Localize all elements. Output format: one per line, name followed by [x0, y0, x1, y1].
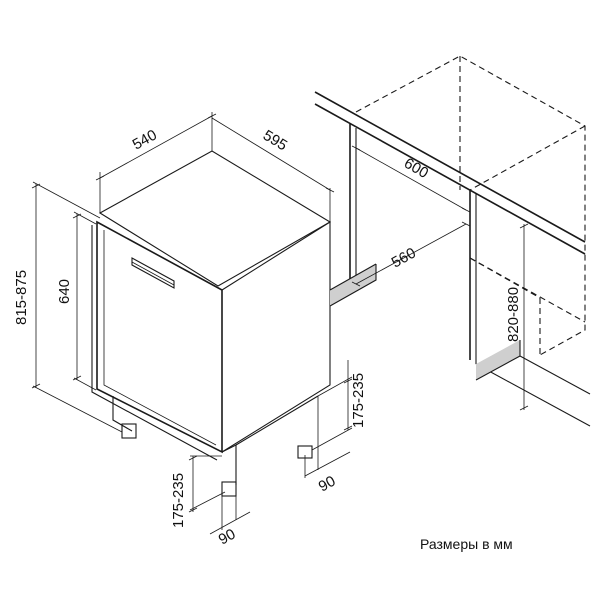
right-side [221, 221, 331, 453]
plinth-left-top [329, 263, 377, 291]
niche-floor-right [469, 257, 586, 323]
door-front [96, 220, 223, 454]
door-edge-left [91, 225, 218, 461]
plinth-back [235, 395, 319, 446]
plinth-left [112, 396, 133, 432]
door-handle-groove [131, 261, 175, 286]
door-handle [131, 257, 175, 289]
leg-front-left [121, 423, 137, 439]
label-640: 640 [56, 279, 73, 304]
niche-top-back [469, 125, 586, 191]
dishwasher-body [91, 150, 332, 497]
label-540: 540 [130, 126, 160, 153]
label-175-235-right: 175-235 [350, 373, 367, 428]
label-175-235-front: 175-235 [170, 473, 187, 528]
label-820-880: 820-880 [505, 287, 522, 342]
label-90-right: 90 [316, 473, 339, 496]
niche-dimensions: 600 560 820-880 [351, 145, 529, 411]
floor-line [475, 363, 591, 427]
plinth-shade-right [476, 340, 520, 380]
leg-front-right [221, 481, 237, 497]
plinth-shade-left [330, 264, 376, 306]
label-600: 600 [401, 155, 431, 182]
door-inner-edge [103, 230, 217, 446]
countertop-bottom-edge [314, 103, 586, 255]
dishwasher-dimensions: 540 595 815-875 640 175-235 90 [13, 112, 367, 548]
label-815-875: 815-875 [13, 270, 30, 325]
label-90-front: 90 [216, 526, 239, 549]
label-560: 560 [389, 244, 419, 271]
units-note: Размеры в мм [420, 536, 513, 552]
plinth-right [221, 444, 237, 485]
countertop-top-edge [314, 91, 586, 243]
niche-cabinet [314, 55, 591, 427]
